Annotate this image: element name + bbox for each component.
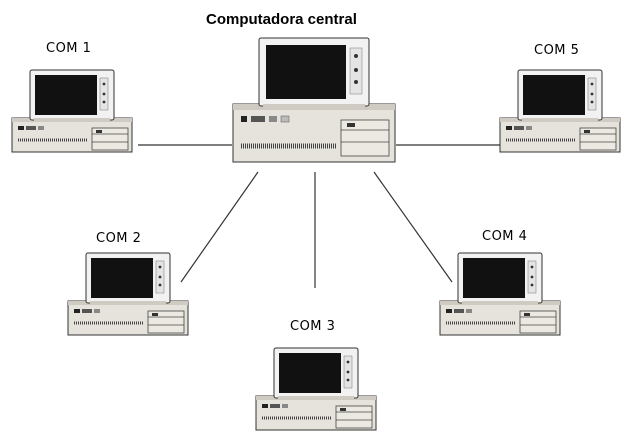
node-label-com3: COM 3 [290, 319, 336, 334]
computer-com1 [10, 68, 134, 154]
central-computer-label: Computadora central [206, 11, 357, 28]
node-label-com5: COM 5 [534, 43, 580, 58]
computer-com3 [254, 346, 378, 432]
node-label-com4: COM 4 [482, 229, 528, 244]
computer-com5 [498, 68, 622, 154]
edge-central-com2 [180, 171, 259, 283]
central-computer [233, 38, 395, 162]
edge-central-com4 [373, 171, 453, 283]
node-label-com1: COM 1 [46, 41, 92, 56]
node-label-com2: COM 2 [96, 231, 142, 246]
computer-com4 [438, 251, 562, 337]
computer-com2 [66, 251, 190, 337]
connections [138, 144, 500, 288]
